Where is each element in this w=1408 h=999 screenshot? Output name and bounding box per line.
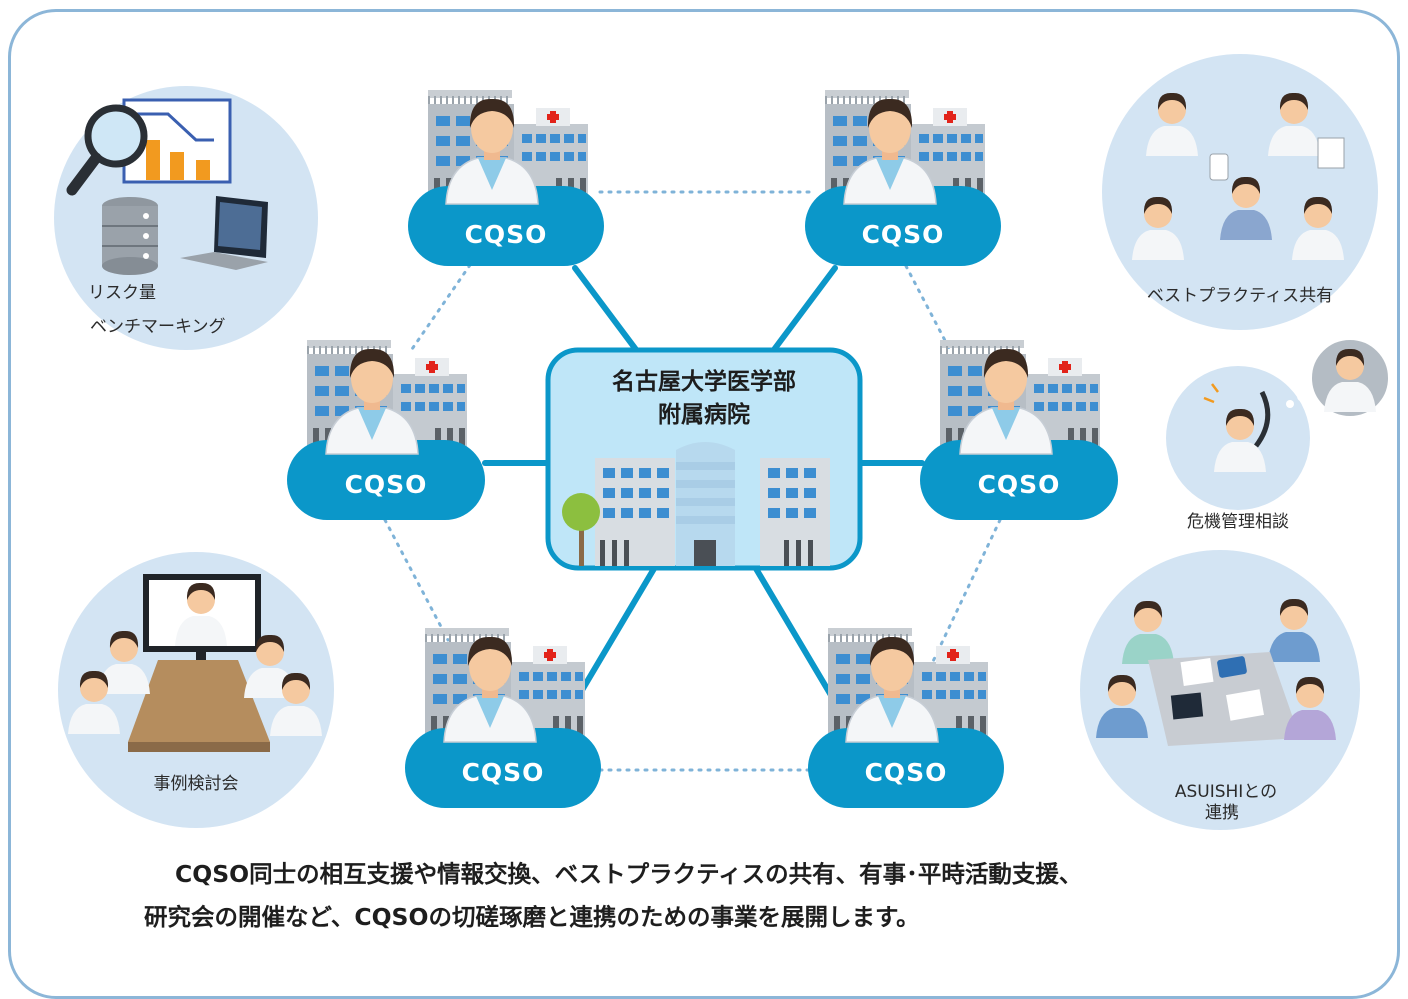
phone-call-person-icon — [1203, 383, 1271, 472]
cqso-label: CQSO — [862, 220, 945, 249]
asuishi-label-line2: 連携 — [1205, 803, 1239, 823]
cqso-label: CQSO — [462, 758, 545, 787]
meeting-room-icon — [68, 574, 322, 752]
magnifier-icon — [66, 104, 148, 196]
network-diagram: 名古屋大学医学部 附属病院 — [54, 54, 1392, 830]
risk-label-line1: リスク量 — [88, 283, 156, 303]
cqso-node-bottom-right: CQSO — [808, 628, 1004, 808]
caption-line1: CQSO同士の相互支援や情報交換、ベストプラクティスの共有、有事･平時活動支援、 — [175, 860, 1083, 888]
activity-crisis-consultation: 危機管理相談 — [1166, 336, 1392, 532]
best-practice-label: ベストプラクティス共有 — [1147, 286, 1333, 306]
activity-asuishi-collaboration: ASUISHIとの 連携 — [1080, 550, 1360, 830]
hub-building-icon — [595, 442, 830, 566]
hub-hospital: 名古屋大学医学部 附属病院 — [545, 347, 863, 571]
laptop-icon — [180, 196, 268, 270]
database-icon — [102, 197, 158, 275]
hub-connectors — [482, 265, 925, 705]
tree-icon — [562, 493, 600, 566]
cqso-label: CQSO — [865, 758, 948, 787]
cqso-node-top-left: CQSO — [408, 90, 604, 266]
chart-board-icon — [122, 98, 232, 184]
cqso-label: CQSO — [465, 220, 548, 249]
thought-bubble-icon — [1286, 336, 1392, 420]
cqso-node-bottom-left: CQSO — [405, 628, 601, 808]
risk-label-line2: ベンチマーキング — [90, 317, 226, 337]
activity-best-practice: ベストプラクティス共有 — [1102, 54, 1378, 330]
hub-title-line2: 附属病院 — [658, 401, 750, 428]
medical-staff-icon — [1132, 92, 1345, 260]
activity-case-review: 事例検討会 — [58, 552, 334, 828]
crisis-label: 危機管理相談 — [1187, 512, 1289, 532]
cqso-node-mid-right: CQSO — [920, 340, 1118, 520]
caption-line2: 研究会の開催など、CQSOの切磋琢磨と連携のための事業を展開します。 — [144, 903, 920, 931]
activity-risk-benchmarking: リスク量 ベンチマーキング — [54, 86, 318, 350]
dotted-links — [383, 190, 1002, 772]
collaboration-team-icon — [1096, 598, 1336, 746]
asuishi-label-line1: ASUISHIとの — [1175, 782, 1277, 802]
cqso-label: CQSO — [978, 470, 1061, 499]
cqso-node-top-right: CQSO — [805, 90, 1001, 266]
cqso-label: CQSO — [345, 470, 428, 499]
cqso-node-mid-left: CQSO — [287, 340, 485, 520]
hub-title-line1: 名古屋大学医学部 — [612, 368, 796, 395]
case-review-label: 事例検討会 — [154, 774, 239, 794]
